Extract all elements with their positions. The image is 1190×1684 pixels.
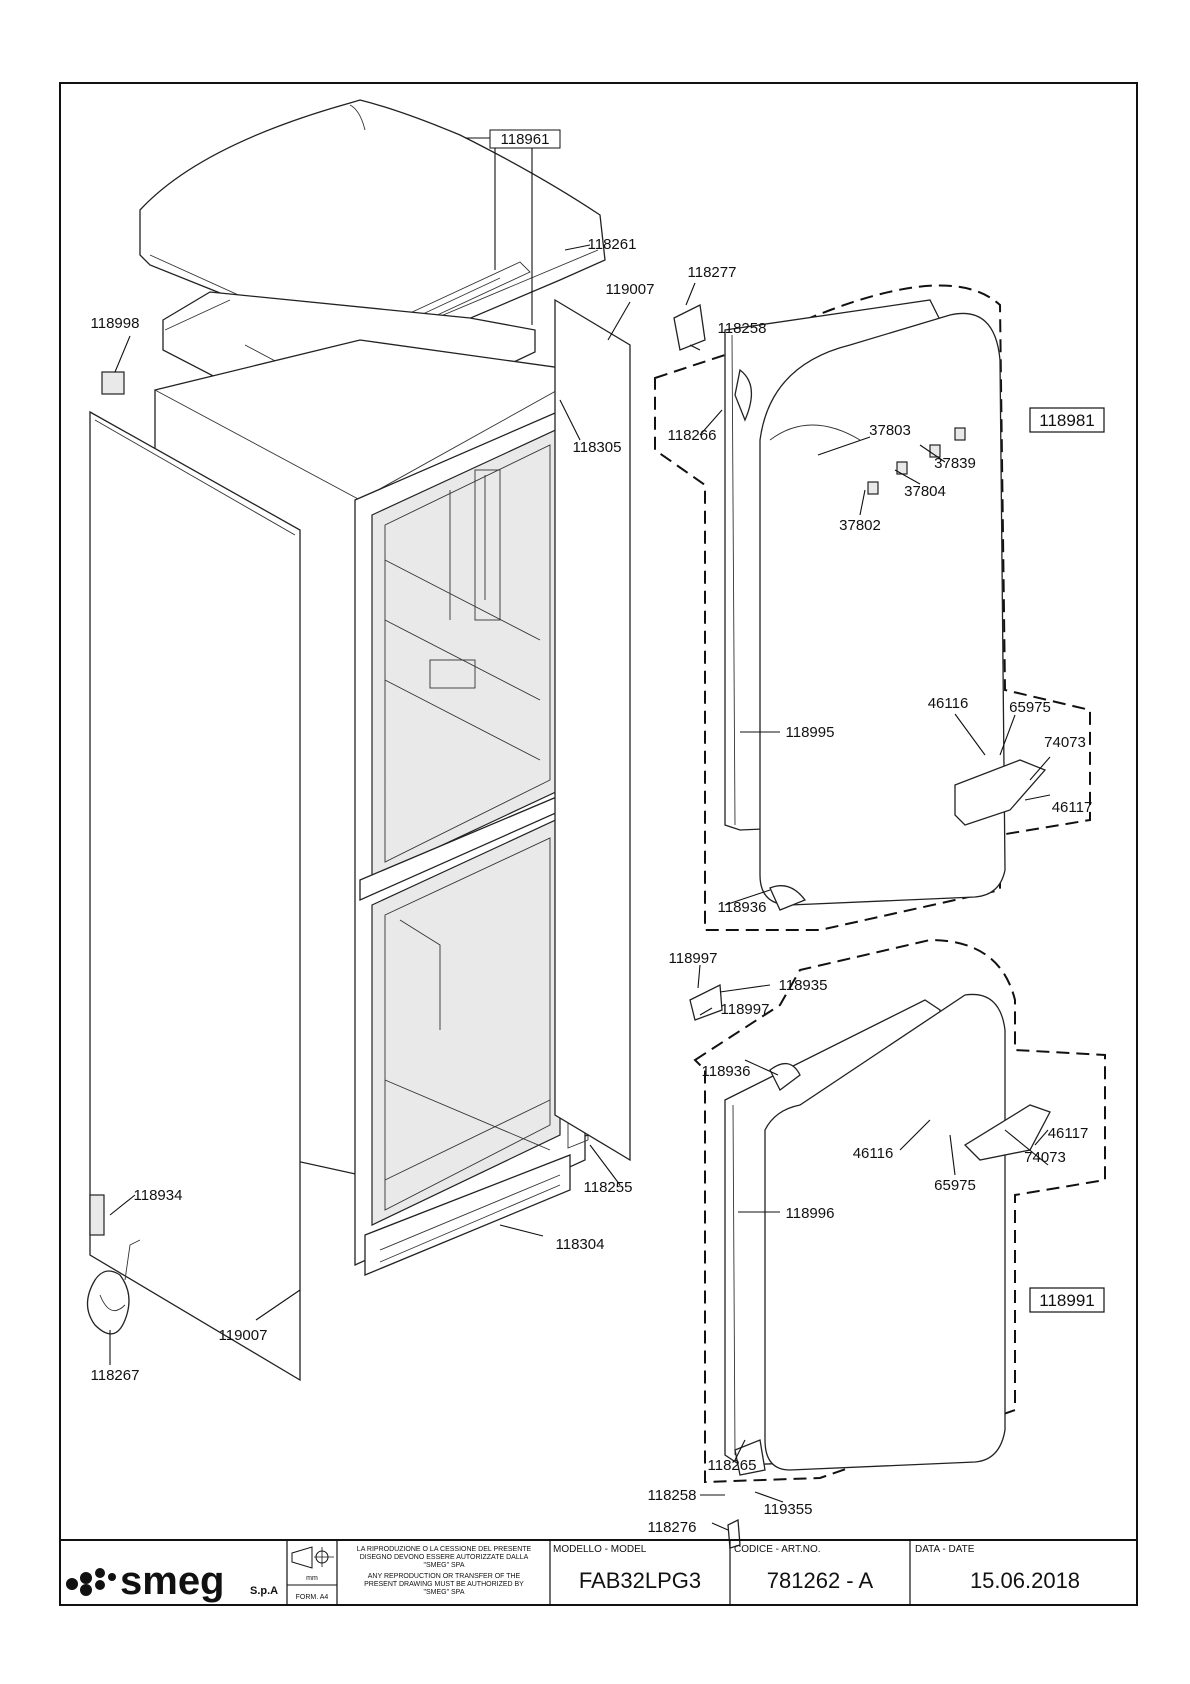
label-118265: 118265 [708,1457,757,1474]
notice-it-line-1: LA RIPRODUZIONE O LA CESSIONE DEL PRESEN… [357,1546,532,1553]
right-side-panel [554,298,631,1162]
unit-label: mm [306,1575,318,1582]
logo-suffix: S.p.A [250,1585,278,1597]
label-118258-bot: 118258 [648,1487,697,1504]
label-118258-top: 118258 [718,320,767,337]
label-37804: 37804 [904,483,946,500]
lower-door-boundary [693,938,1106,1484]
code-value: 781262 - A [767,1568,874,1593]
projection-symbol-icon [291,1546,334,1569]
label-118961: 118961 [501,131,550,148]
model-label: MODELLO - MODEL [553,1544,647,1555]
label-118936-top: 118936 [718,899,767,916]
part-118267 [86,1270,130,1335]
notice-it-line-2: DISEGNO DEVONO ESSERE AUTORIZZATE DALLA [360,1554,529,1561]
label-37803: 37803 [869,422,911,439]
title-block: smeg S.p.A mm FORM. A4 LA RIPRODUZIONE O… [60,1539,1137,1605]
label-118261: 118261 [588,236,637,253]
label-119007-bot: 119007 [219,1327,268,1344]
drawing-frame [59,82,1138,1606]
label-118936-bot: 118936 [702,1063,751,1080]
label-37839: 37839 [934,455,976,472]
label-119355: 119355 [764,1501,813,1518]
label-118981: 118981 [1039,411,1094,430]
smeg-logo: smeg S.p.A [66,1559,278,1603]
label-118277: 118277 [688,264,737,281]
notice-en-line-2: PRESENT DRAWING MUST BE AUTHORIZED BY [364,1581,524,1588]
label-118997-b: 118997 [721,1001,770,1018]
label-46117-top: 46117 [1052,799,1093,816]
label-74073-top: 74073 [1044,734,1086,751]
label-119007-top: 119007 [606,281,655,298]
notice-en-line-3: "SMEG" SPA [423,1589,464,1596]
leader-lines [109,137,1051,1531]
upper-door [673,299,1047,911]
logo-wordmark: smeg [120,1559,225,1603]
date-label: DATA - DATE [915,1544,975,1555]
format-label: FORM. A4 [296,1594,329,1601]
label-46116-bot: 46116 [853,1145,894,1162]
label-118276: 118276 [648,1519,697,1536]
label-46116-top: 46116 [928,695,969,712]
left-side-panel [89,410,301,1382]
label-118267: 118267 [91,1367,140,1384]
label-46117-bot: 46117 [1048,1125,1089,1142]
label-118997-a: 118997 [669,950,718,967]
notice-it-line-3: "SMEG" SPA [423,1562,464,1569]
label-118934: 118934 [134,1187,183,1204]
part-118998 [101,371,125,395]
label-118991: 118991 [1039,1291,1094,1310]
date-value: 15.06.2018 [970,1568,1080,1593]
lower-door [689,983,1051,1549]
label-118305: 118305 [573,439,622,456]
label-65975-bot: 65975 [934,1177,976,1194]
label-118996: 118996 [786,1205,835,1222]
label-65975-top: 65975 [1009,699,1051,716]
label-118266: 118266 [668,427,717,444]
model-value: FAB32LPG3 [579,1568,701,1593]
label-118995: 118995 [786,724,835,741]
label-118935: 118935 [779,977,828,994]
notice-en-line-1: ANY REPRODUCTION OR TRANSFER OF THE [368,1573,521,1580]
part-118934 [89,1194,105,1236]
part-labels: 118961 118261 119007 118998 118305 11827… [91,129,1105,1536]
label-37802: 37802 [839,517,881,534]
label-118998: 118998 [91,315,140,332]
code-label: CODICE - ART.NO. [734,1544,821,1555]
label-74073-bot: 74073 [1024,1149,1066,1166]
label-118304: 118304 [556,1236,605,1253]
label-118255: 118255 [584,1179,633,1196]
